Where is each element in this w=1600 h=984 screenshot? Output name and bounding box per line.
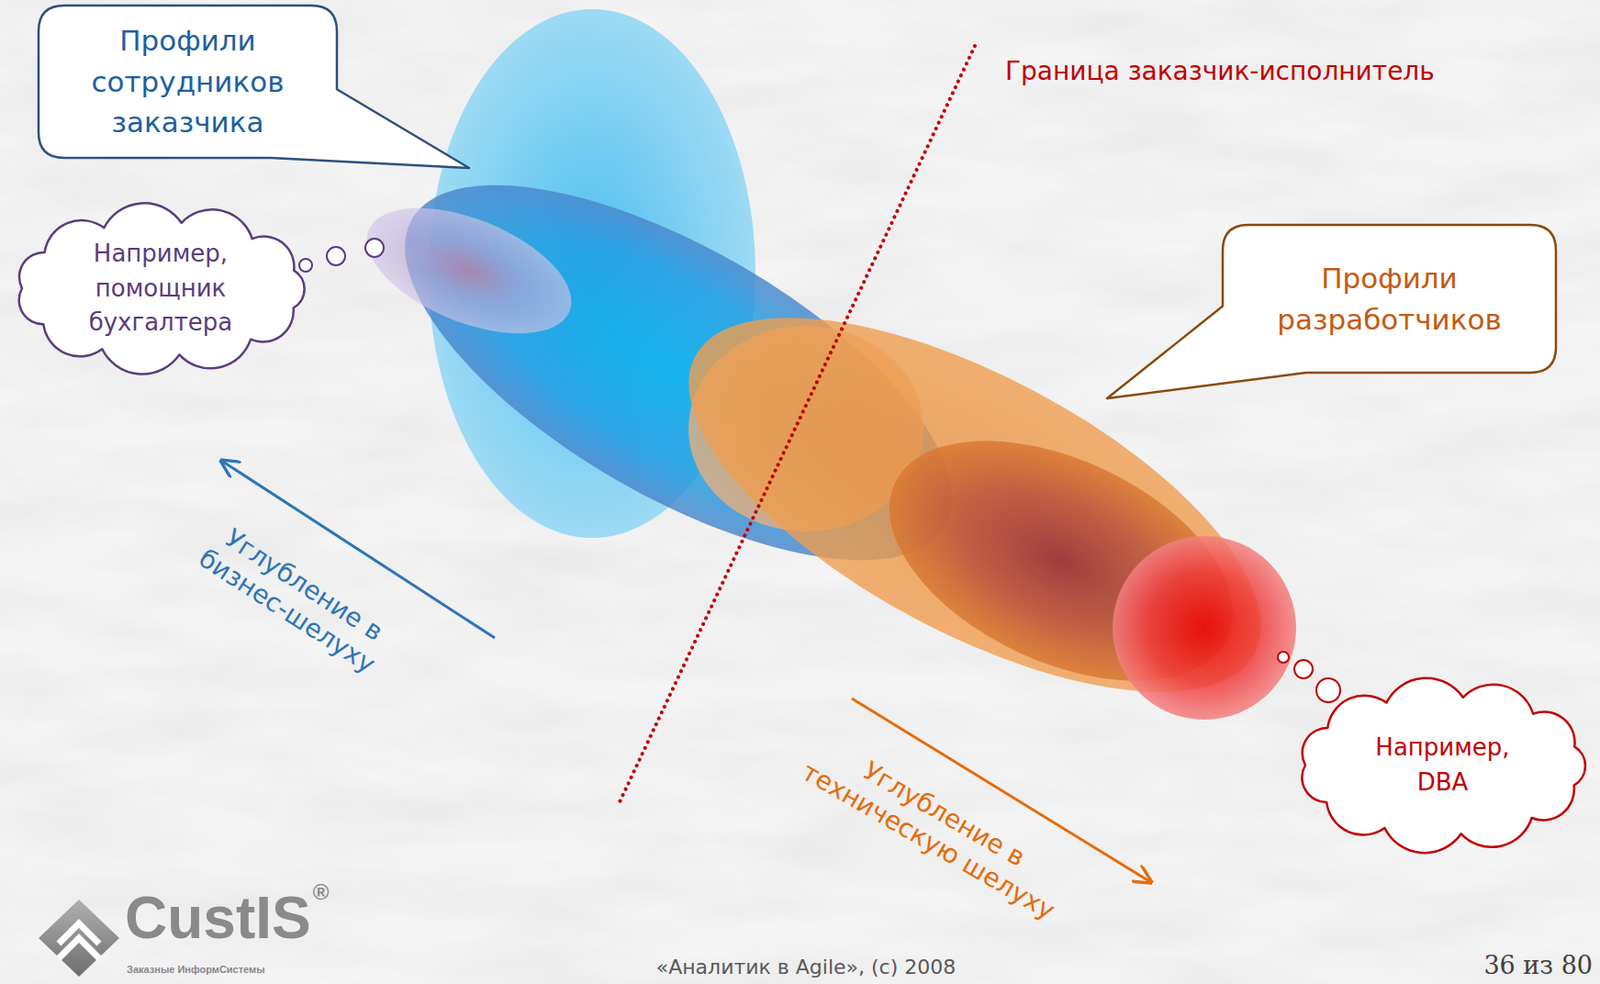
logo-diamond (38, 899, 120, 977)
logo-subtitle: Заказные ИнформСистемы (126, 963, 266, 976)
thought-dot (326, 246, 346, 266)
node-text-group: Профили разработчиков (1265, 257, 1514, 341)
node-text-group: Например, помощник бухгалтера (80, 236, 242, 341)
node-text-group: Профили сотрудников заказчика (78, 20, 299, 145)
cloud-outline (1292, 683, 1593, 848)
logo-mark: ® (313, 879, 330, 907)
logo-text: CustIS (124, 883, 312, 954)
node-text: Профили сотрудников заказчика (78, 20, 299, 145)
thought-dot (1277, 651, 1289, 663)
thought-cloud: Например, DBA (1292, 683, 1593, 848)
speech-bubble: Профили разработчиков (1222, 224, 1556, 373)
node-text: Профили разработчиков (1265, 257, 1514, 341)
thought-dot (1294, 660, 1313, 679)
bubble-outline (1222, 224, 1556, 373)
node-text: Например, помощник бухгалтера (80, 236, 242, 341)
thought-dot (1316, 678, 1341, 703)
logo-chevron (58, 938, 100, 959)
speech-bubble: Профили сотрудников заказчика (38, 5, 337, 158)
node-text: Например, DBA (1365, 730, 1522, 800)
footer-text: «Аналитик в Agile», (c) 2008 (656, 955, 957, 980)
profile-ellipse (349, 182, 590, 359)
boundary-label: Граница заказчик-исполнитель (1005, 55, 1435, 88)
cloud-path (19, 202, 305, 374)
boundary-line (617, 45, 975, 806)
node-text-group: Например, DBA (1365, 730, 1522, 800)
bubble-path (38, 5, 470, 168)
logo-icon (38, 899, 120, 977)
thought-dot (365, 238, 384, 258)
page-number: 36 из 80 (1483, 951, 1593, 981)
profile-circle (1112, 536, 1297, 720)
bubble-path (1107, 224, 1556, 399)
cloud-path (1301, 678, 1586, 853)
thought-dot (299, 258, 313, 272)
thought-bubbles (299, 238, 1341, 703)
thought-cloud: Например, помощник бухгалтера (9, 209, 313, 369)
